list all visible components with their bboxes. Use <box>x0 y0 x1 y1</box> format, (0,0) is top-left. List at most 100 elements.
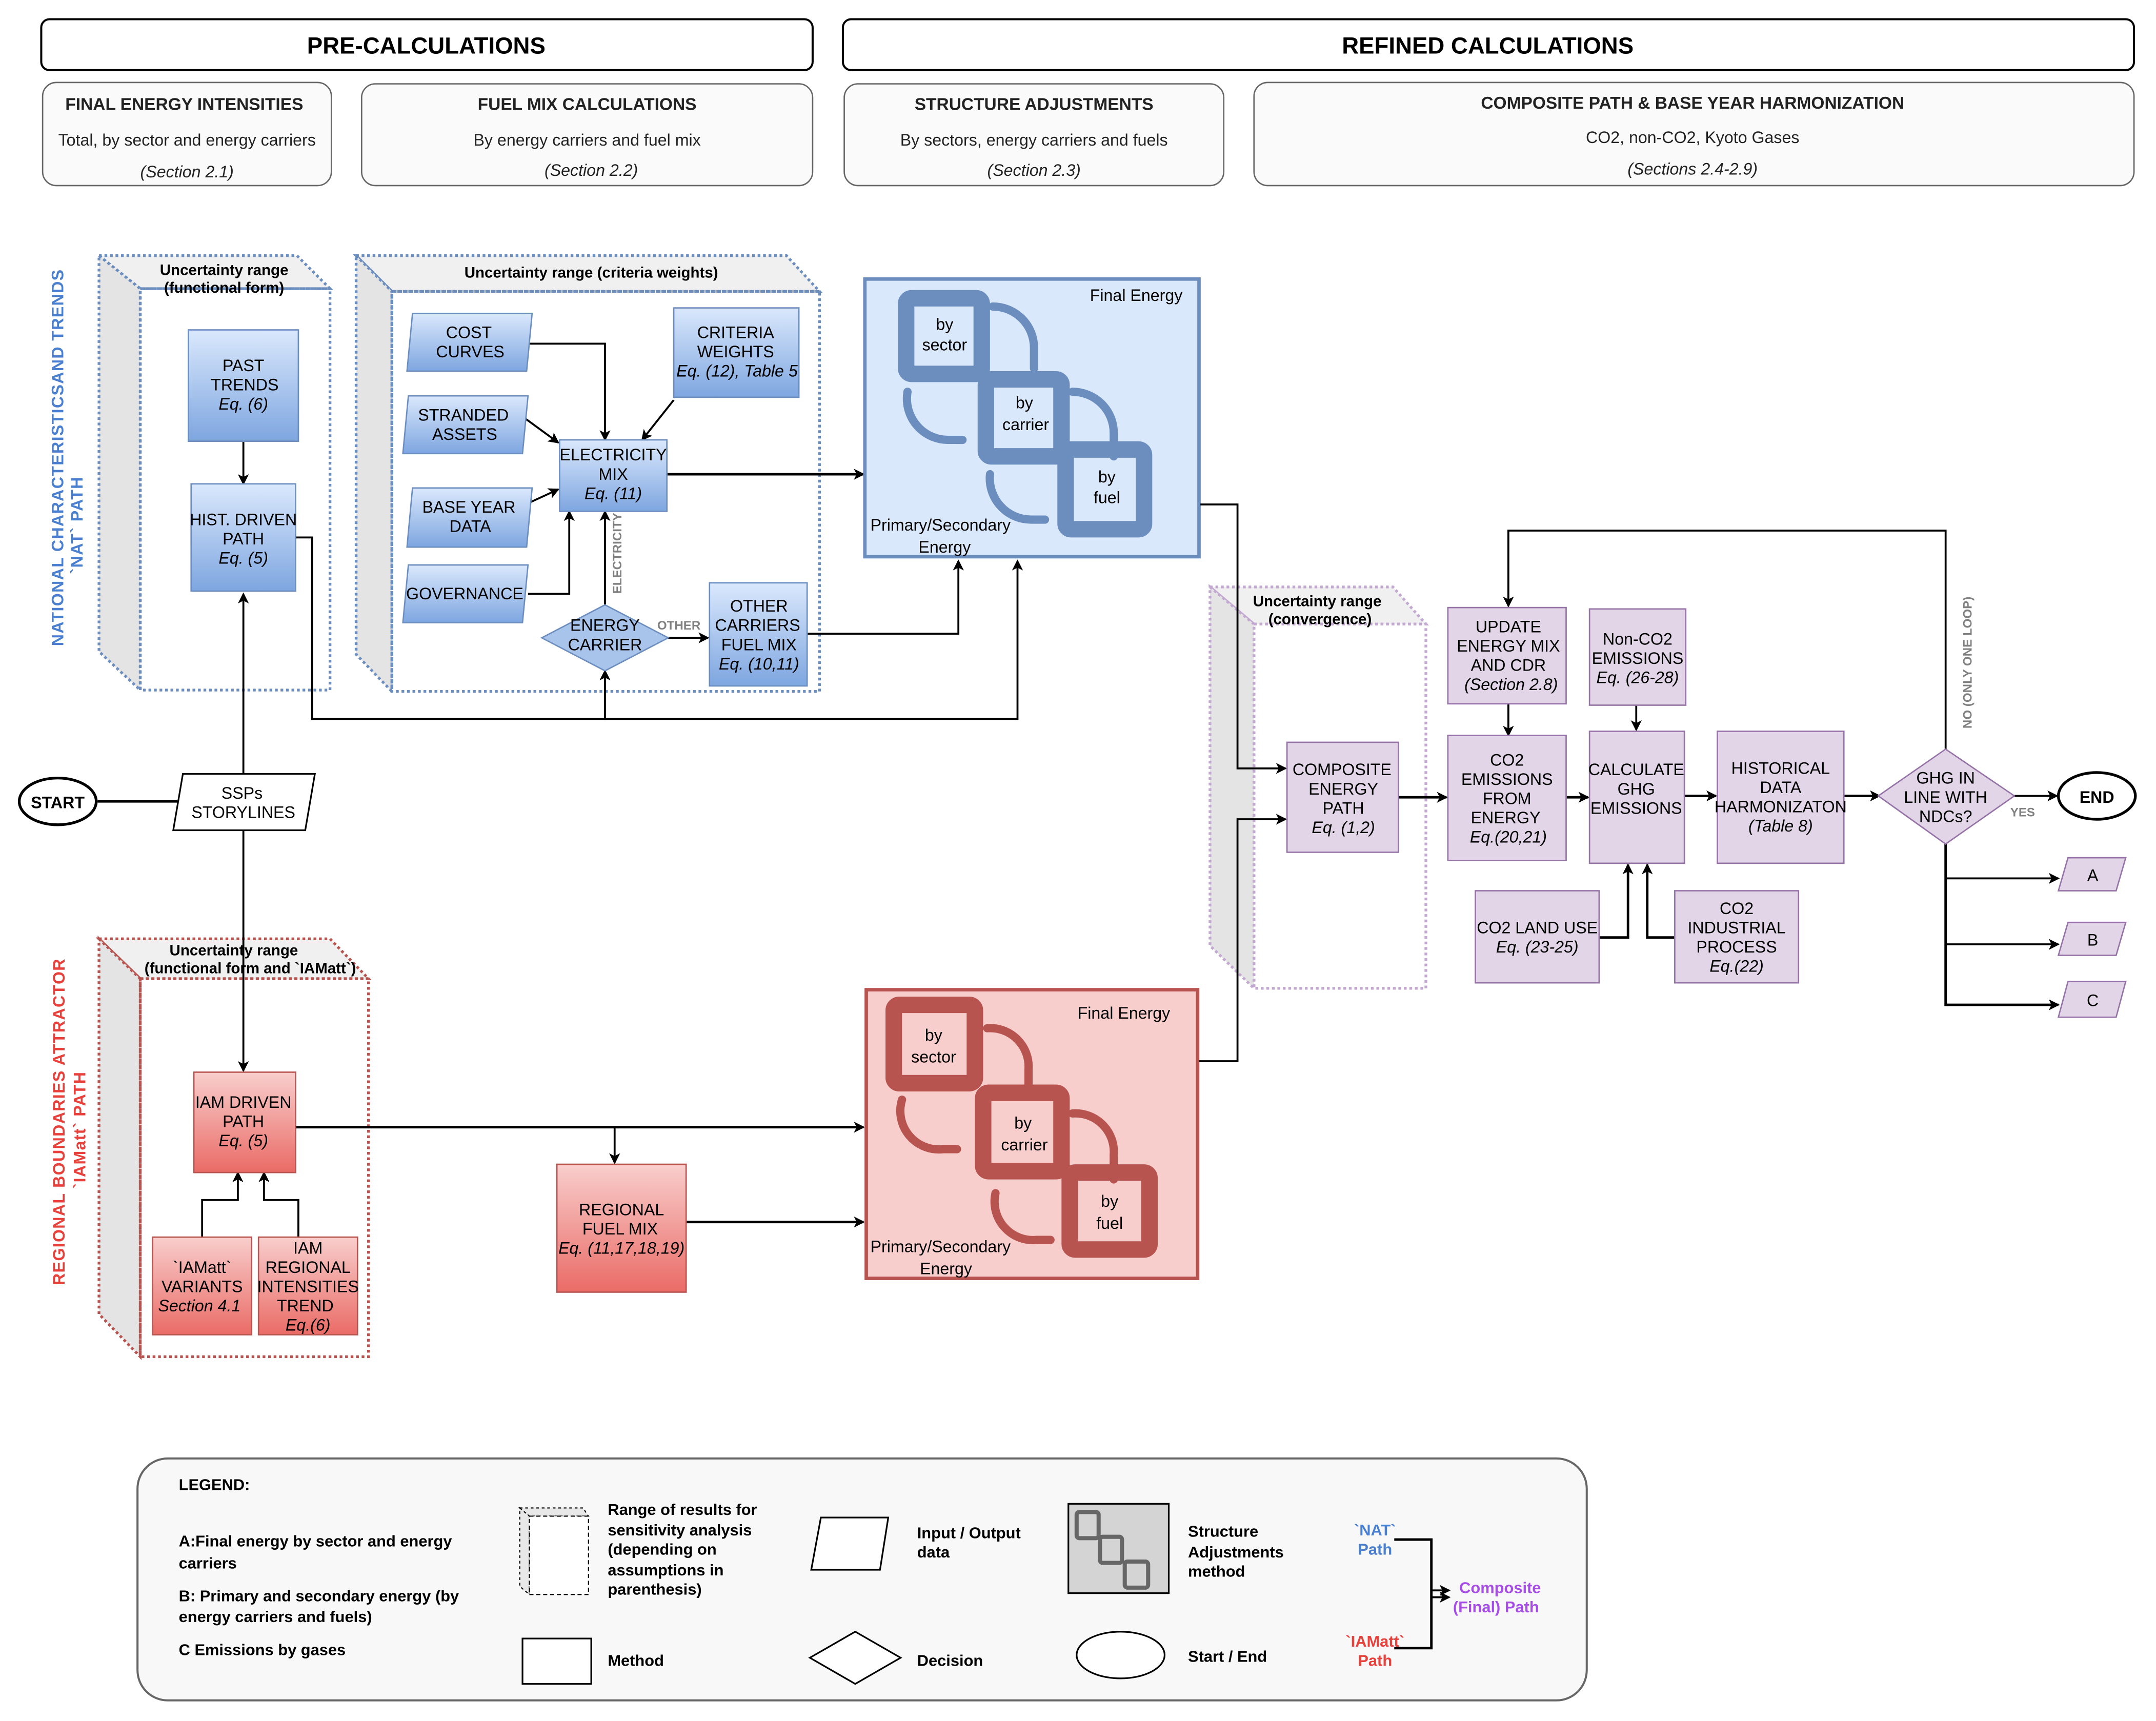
legend-range-icon <box>518 1507 590 1596</box>
by-fuel-label: fuel <box>1094 488 1120 507</box>
node-text: REGIONAL <box>579 1200 664 1219</box>
output-label: A <box>2087 866 2099 885</box>
legend-decision-text: Decision <box>917 1652 983 1670</box>
node-governance: GOVERNANCE <box>402 564 529 623</box>
legend-nat-path: `NAT` <box>1354 1521 1396 1539</box>
legend-b: energy carriers and fuels) <box>179 1608 372 1626</box>
uncertainty-label: Uncertainty range (criteria weights) <box>465 265 718 281</box>
legend-range-text: Range of results for <box>608 1501 757 1518</box>
node-text: CRITERIA <box>697 323 775 342</box>
section-ref: (Section 2.1) <box>140 163 234 181</box>
node-text: ENERGY <box>570 616 640 635</box>
iam-side-line2: `IAMatt` PATH <box>70 1071 89 1189</box>
output-label: B <box>2087 931 2098 949</box>
legend-composite-path: (Final) Path <box>1453 1598 1539 1616</box>
by-sector-label: by <box>936 315 954 334</box>
edge-label-yes: YES <box>2010 806 2035 820</box>
node-iamatt-variants: `IAMatt` VARIANTS Section 4.1 <box>152 1236 253 1335</box>
node-text: COMPOSITE <box>1293 760 1392 779</box>
uncertainty-label: Uncertainty range <box>160 261 289 278</box>
node-text: LINE WITH <box>1904 788 1987 806</box>
node-text: Eq. (11,17,18,19) <box>558 1239 684 1257</box>
by-fuel-label: by <box>1101 1192 1119 1210</box>
by-fuel-label: fuel <box>1096 1214 1123 1232</box>
node-past-trends: PAST TRENDS Eq. (6) <box>188 329 299 442</box>
by-carrier-label: carrier <box>1002 415 1049 434</box>
legend-range-text: parenthesis) <box>608 1580 701 1598</box>
legend-a: A:Final energy by sector and energy <box>179 1532 452 1550</box>
node-text: Eq. (26-28) <box>1597 669 1679 687</box>
by-carrier-label: carrier <box>1001 1136 1047 1154</box>
node-text: EMISSIONS <box>1461 770 1553 788</box>
node-stranded-assets: STRANDED ASSETS <box>402 395 529 455</box>
node-co2-land-use: CO2 LAND USE Eq. (23-25) <box>1475 890 1600 984</box>
node-text: HISTORICAL <box>1731 759 1830 778</box>
node-text: FUEL MIX <box>721 635 797 654</box>
node-text: WEIGHTS <box>697 342 774 361</box>
node-text: Eq. (5) <box>218 1131 268 1150</box>
decision-energy-carrier: ENERGY CARRIER <box>540 604 670 672</box>
node-text: TRENDS <box>211 375 278 394</box>
section-title: FINAL ENERGY INTENSITIES <box>65 95 303 114</box>
node-text: Eq. (11) <box>585 484 642 502</box>
connectors-iam <box>201 1121 865 1238</box>
section-ref: (Section 2.3) <box>988 161 1081 179</box>
node-text: CARRIER <box>568 635 642 654</box>
node-text: PATH <box>1323 799 1364 817</box>
legend: LEGEND: A:Final energy by sector and ene… <box>136 1457 1588 1702</box>
nat-side-line2: `NAT` PATH <box>68 476 86 574</box>
node-text: MIX <box>598 465 628 483</box>
legend-a: carriers <box>179 1554 237 1572</box>
structure-adjustments-iam: Final Energy Primary/Secondary Energy by… <box>864 988 1200 1280</box>
node-text: BASE YEAR <box>422 498 516 516</box>
node-text: REGIONAL <box>266 1258 351 1277</box>
section-ref: (Section 2.2) <box>545 161 638 179</box>
node-text: HARMONIZATON <box>1715 798 1847 816</box>
uncertainty-range-convergence: Uncertainty range (convergence) <box>1206 584 1429 992</box>
node-criteria-weights: CRITERIA WEIGHTS Eq. (12), Table 5 <box>673 307 800 398</box>
edge-label-other: OTHER <box>657 619 700 633</box>
connectors-refined: NO (ONLY ONE LOOP) YES <box>1199 503 2060 1062</box>
node-text: INTENSITIES <box>257 1277 359 1295</box>
node-text: ENERGY MIX <box>1457 637 1560 655</box>
decision-ghg-in-line-with-ndcs: GHG IN LINE WITH NDCs? <box>1877 748 2016 845</box>
section-ref: (Sections 2.4-2.9) <box>1627 160 1758 178</box>
uncertainty-label: (convergence) <box>1268 611 1372 627</box>
node-text: VARIANTS <box>162 1277 243 1295</box>
section-body: CO2, non-CO2, Kyoto Gases <box>1586 128 1799 147</box>
section-structure-adjustments: STRUCTURE ADJUSTMENTS By sectors, energy… <box>843 83 1225 187</box>
edge-label-no-loop: NO (ONLY ONE LOOP) <box>1961 597 1975 728</box>
node-text: Eq. (23-25) <box>1496 938 1579 956</box>
node-regional-fuel-mix: REGIONAL FUEL MIX Eq. (11,17,18,19) <box>556 1163 687 1293</box>
legend-decision-icon <box>808 1630 902 1685</box>
node-text: DATA <box>1760 778 1802 797</box>
node-text: (Table 8) <box>1748 817 1813 835</box>
end-terminal: END <box>2057 771 2137 821</box>
pre-calculations-title: PRE-CALCULATIONS <box>307 33 546 59</box>
section-final-energy-intensities: FINAL ENERGY INTENSITIES Total, by secto… <box>42 82 332 187</box>
node-text: ENERGY <box>1308 780 1378 798</box>
node-iam-driven-path: IAM DRIVEN PATH Eq. (5) <box>193 1071 296 1173</box>
legend-structure-text: method <box>1188 1562 1245 1580</box>
legend-structure-text: Adjustments <box>1188 1543 1284 1561</box>
node-co2-emissions-from-energy: CO2 EMISSIONS FROM ENERGY Eq.(20,21) <box>1447 735 1567 861</box>
node-base-year-data: BASE YEAR DATA <box>406 487 533 548</box>
uncertainty-range-criteria-weights: Uncertainty range (criteria weights) <box>353 252 823 695</box>
node-update-energy-mix: UPDATE ENERGY MIX AND CDR (Section 2.8) <box>1447 606 1567 705</box>
uncertainty-label: Uncertainty range <box>1253 593 1382 610</box>
legend-iam-path: Path <box>1358 1652 1392 1670</box>
legend-io-icon <box>810 1516 890 1571</box>
node-text: DATA <box>450 517 492 536</box>
section-body: By energy carriers and fuel mix <box>473 131 700 149</box>
refined-calculations-title: REFINED CALCULATIONS <box>1342 33 1634 59</box>
primary-secondary-label: Energy <box>918 538 971 556</box>
node-text: CURVES <box>436 342 504 361</box>
by-sector-label: sector <box>911 1048 956 1066</box>
uncertainty-range-functional-form: Uncertainty range (functional form) <box>95 253 334 694</box>
legend-start-end-text: Start / End <box>1188 1648 1267 1666</box>
node-text: CO2 LAND USE <box>1477 919 1598 937</box>
by-sector-label: sector <box>922 336 968 354</box>
by-carrier-label: by <box>1014 1113 1032 1132</box>
node-text: GOVERNANCE <box>406 584 523 603</box>
